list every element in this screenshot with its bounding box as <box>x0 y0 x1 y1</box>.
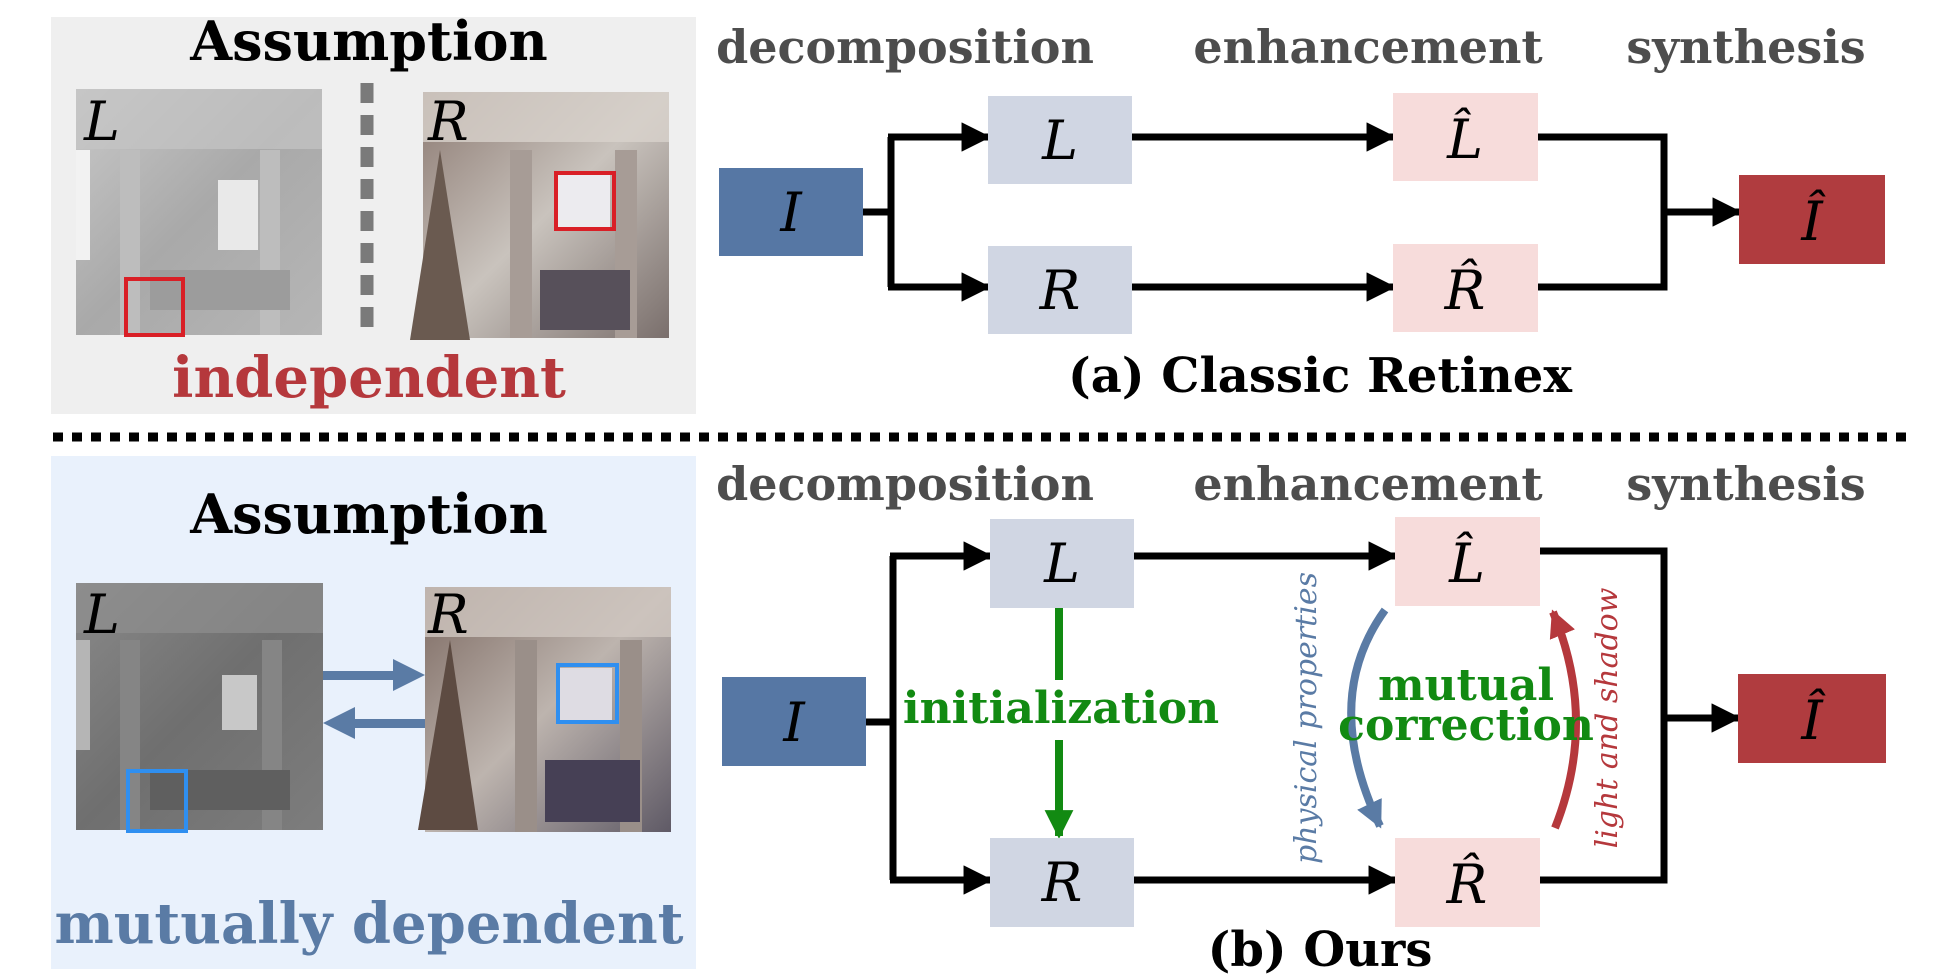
top-assumption-title: Assumption <box>189 9 548 73</box>
top-input-node-label: I <box>779 181 803 244</box>
top-input-node <box>719 168 863 256</box>
bottom-assumption-title: Assumption <box>189 482 548 546</box>
bottom-R-node-label: R <box>1041 851 1083 914</box>
bottom-R-hat-node <box>1395 838 1540 927</box>
top-right-highlight-box <box>554 171 616 231</box>
bottom-L-hat-node <box>1395 517 1540 606</box>
top-left-highlight-box <box>124 277 185 337</box>
bottom-photo-left-label: L <box>83 583 120 646</box>
top-output-node <box>1739 175 1885 264</box>
top-L-hat-node-label: L̂ <box>1446 107 1483 171</box>
bottom-caption: (b) Ours <box>1208 922 1433 978</box>
top-L-node <box>988 96 1132 184</box>
top-illumination-photo <box>76 89 322 337</box>
mutual-correction-line1: mutual <box>1378 660 1554 711</box>
bottom-L-node <box>990 519 1134 608</box>
initialization-label: initialization <box>903 683 1219 734</box>
mutual-correction-line2: correction <box>1338 700 1594 751</box>
bottom-L-hat-node-label: L̂ <box>1448 531 1485 595</box>
top-output-node-label: Î <box>1800 189 1826 253</box>
top-assumption-text: independent <box>172 345 566 411</box>
top-R-node <box>988 246 1132 334</box>
initialization-label-bg <box>920 680 1198 740</box>
bottom-photo-right-label: R <box>427 583 469 646</box>
bottom-stage-decomposition: decomposition <box>716 457 1094 511</box>
bottom-R-hat-node-label: R̂ <box>1446 852 1488 916</box>
light-and-shadow-label: light and shadow <box>1590 587 1625 848</box>
bottom-R-node <box>990 838 1134 927</box>
physical-properties-label: physical properties <box>1289 572 1324 864</box>
bottom-output-node-label: Î <box>1800 688 1826 752</box>
bottom-flow-lines <box>866 541 1741 895</box>
bottom-right-highlight-box <box>556 663 619 724</box>
bottom-left-highlight-box <box>126 769 188 833</box>
top-L-node-label: L <box>1041 109 1078 172</box>
bottom-reflectance-photo <box>418 587 671 832</box>
top-reflectance-photo <box>410 92 669 340</box>
light-and-shadow-arrow <box>1549 609 1580 830</box>
bottom-output-node <box>1738 674 1886 763</box>
top-photo-left-label: L <box>83 90 120 153</box>
bottom-assumption-text: mutually dependent <box>54 891 683 957</box>
top-stage-decomposition: decomposition <box>716 20 1094 74</box>
bottom-illumination-photo <box>76 583 323 833</box>
bottom-stage-enhancement: enhancement <box>1193 457 1543 511</box>
bottom-L-node-label: L <box>1043 532 1080 595</box>
top-R-hat-node <box>1393 244 1538 332</box>
top-R-node-label: R <box>1039 259 1081 322</box>
bottom-input-node <box>722 677 866 766</box>
top-stage-synthesis: synthesis <box>1626 20 1865 74</box>
physical-properties-arrow <box>1347 607 1389 829</box>
top-caption: (a) Classic Retinex <box>1068 348 1572 404</box>
top-stage-enhancement: enhancement <box>1193 20 1543 74</box>
bottom-input-node-label: I <box>782 691 806 754</box>
top-R-hat-node-label: R̂ <box>1444 258 1486 322</box>
top-L-hat-node <box>1393 93 1538 181</box>
top-flow-lines <box>863 122 1742 302</box>
bottom-mutual-arrows <box>323 659 425 739</box>
bottom-stage-synthesis: synthesis <box>1626 457 1865 511</box>
top-photo-right-label: R <box>427 90 469 153</box>
